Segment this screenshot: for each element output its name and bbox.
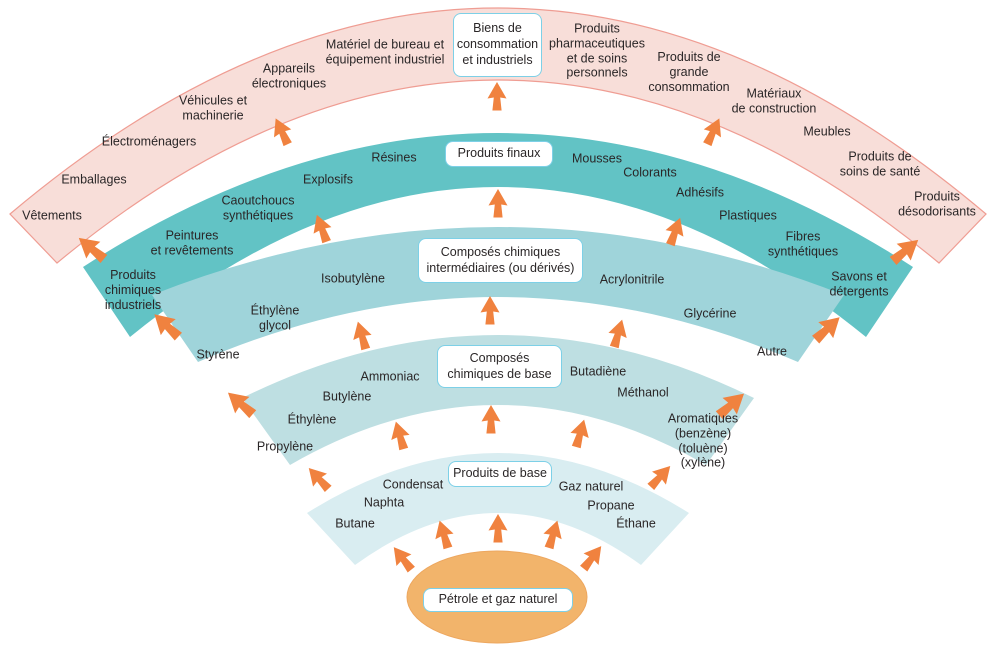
- label-naphta: Naphta: [363, 495, 405, 510]
- label-propane: Propane: [587, 498, 635, 513]
- label-vetements: Vêtements: [22, 208, 82, 223]
- flow-arrow-icon: [154, 314, 182, 341]
- label-caoutchoucs-synthetiques: Caoutchoucs synthétiques: [221, 193, 295, 222]
- band-title-composes-chimiques-intermediaires: Composés chimiques intermédiaires (ou dé…: [418, 238, 583, 283]
- flow-arrow-icon: [487, 82, 507, 111]
- flow-arrow-icon: [274, 118, 292, 147]
- flow-arrow-icon: [647, 466, 671, 491]
- flow-arrow-icon: [481, 405, 501, 434]
- label-aromatiques: Aromatiques (benzène) (toluène) (xylène): [667, 411, 739, 470]
- label-propylene: Propylène: [256, 439, 314, 454]
- band-arc-produits-finaux: [83, 133, 913, 337]
- label-emballages: Emballages: [61, 172, 127, 187]
- label-produits-pharmaceutiques: Produits pharmaceutiques et de soins per…: [549, 21, 645, 80]
- label-styrene: Styrène: [196, 347, 240, 362]
- flow-arrows: [78, 82, 919, 573]
- flow-arrow-icon: [488, 514, 508, 543]
- label-explosifs: Explosifs: [302, 172, 354, 187]
- flow-arrow-icon: [703, 118, 721, 147]
- label-peintures-et-revetements: Peintures et revêtements: [150, 228, 234, 257]
- flow-arrow-icon: [812, 317, 840, 344]
- band-arc-composes-de-base: [242, 335, 754, 465]
- band-arc-biens-de-consommation: [9, 7, 987, 264]
- label-savons-et-detergents: Savons et détergents: [829, 269, 889, 298]
- flow-arrow-icon: [570, 419, 589, 449]
- label-ethylene-glycol: Éthylène glycol: [250, 303, 300, 332]
- flow-arrow-icon: [488, 189, 508, 218]
- flow-arrow-icon: [435, 520, 454, 550]
- label-colorants: Colorants: [623, 165, 677, 180]
- label-butylene: Butylène: [322, 389, 372, 404]
- label-ethylene: Éthylène: [287, 412, 337, 427]
- flow-arrow-icon: [393, 547, 415, 573]
- band-arc-produits-de-base: [307, 453, 689, 565]
- flow-arrow-icon: [608, 319, 627, 349]
- flow-arrow-icon: [78, 237, 108, 264]
- flow-arrow-icon: [313, 214, 332, 244]
- label-produits-chimiques-industriels: Produits chimiques industriels: [104, 267, 162, 312]
- label-isobutylene: Isobutylène: [321, 271, 385, 286]
- flow-arrow-icon: [227, 392, 257, 419]
- label-ammoniac: Ammoniac: [360, 369, 420, 384]
- label-appareils-electroniques: Appareils électroniques: [251, 61, 327, 90]
- label-materiel-de-bureau: Matériel de bureau et équipement industr…: [325, 37, 445, 66]
- band-title-composes-chimiques-de-base: Composés chimiques de base: [437, 345, 562, 388]
- flow-arrow-icon: [480, 296, 500, 325]
- flow-arrow-icon: [665, 217, 684, 247]
- label-butadiene: Butadiène: [569, 364, 627, 379]
- label-condensat: Condensat: [382, 477, 444, 492]
- label-glycerine: Glycérine: [683, 306, 737, 321]
- label-materiaux-de-construction: Matériaux de construction: [731, 86, 817, 115]
- label-vehicules-et-machinerie: Véhicules et machinerie: [178, 93, 248, 122]
- label-acrylonitrile: Acrylonitrile: [599, 272, 665, 287]
- label-produits-grande-consommation: Produits de grande consommation: [648, 49, 730, 94]
- label-plastiques: Plastiques: [719, 208, 777, 223]
- label-gaz-naturel: Gaz naturel: [558, 479, 624, 494]
- label-butane: Butane: [335, 516, 375, 531]
- band-title-produits-finaux: Produits finaux: [445, 141, 553, 167]
- flow-arrow-icon: [543, 520, 562, 550]
- label-ethane: Éthane: [616, 516, 656, 531]
- flow-arrow-icon: [353, 321, 372, 351]
- band-title-produits-de-base: Produits de base: [448, 461, 552, 487]
- label-mousses: Mousses: [571, 151, 623, 166]
- source-title-box: Pétrole et gaz naturel: [423, 588, 573, 612]
- flow-arrow-icon: [391, 421, 410, 451]
- label-autre: Autre: [757, 344, 787, 359]
- label-produits-desodorisants: Produits désodorisants: [898, 189, 976, 218]
- flow-arrow-icon: [715, 393, 745, 420]
- label-methanol: Méthanol: [617, 385, 669, 400]
- label-resines: Résines: [371, 150, 417, 165]
- label-electromenagers: Électroménagers: [101, 134, 197, 149]
- flow-arrow-icon: [889, 239, 919, 266]
- label-fibres-synthetiques: Fibres synthétiques: [767, 229, 839, 258]
- band-arc-composes-intermediaires: [152, 227, 844, 362]
- label-adhesifs: Adhésifs: [676, 185, 724, 200]
- flow-arrow-icon: [580, 546, 602, 572]
- flow-arrow-icon: [308, 468, 332, 493]
- band-title-biens-de-consommation: Biens de consommation et industriels: [453, 13, 542, 77]
- label-produits-soins-de-sante: Produits de soins de santé: [839, 149, 921, 178]
- label-meubles: Meubles: [803, 124, 851, 139]
